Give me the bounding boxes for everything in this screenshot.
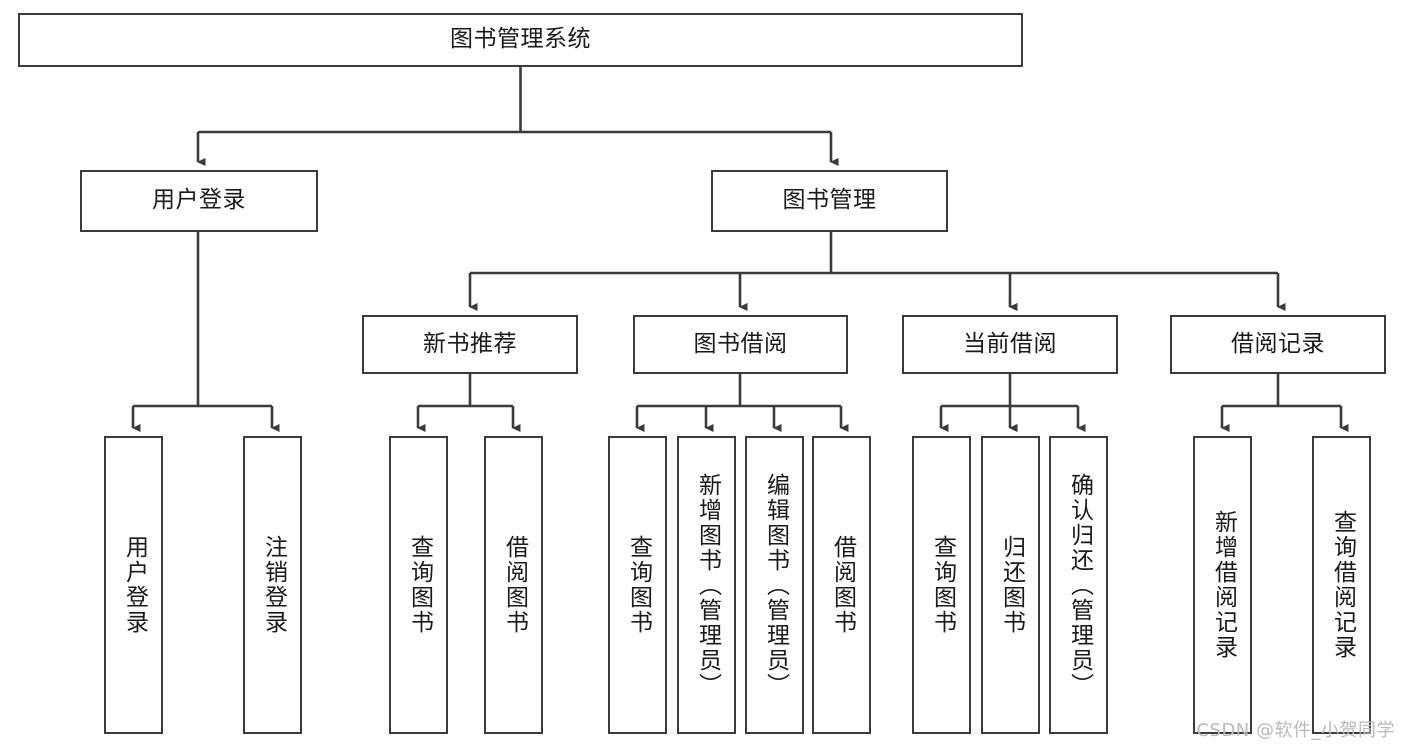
leaf-borrow-query-book-label: 查询图书 [625, 535, 652, 635]
leaf-recommend-query-book-label: 查询图书 [406, 535, 433, 635]
node-new-book-recommend[interactable]: 新书推荐 [362, 315, 578, 374]
leaf-borrow-add-book-label: 新增图书（管理员） [694, 472, 721, 698]
leaf-borrow-add-book[interactable]: 新增图书（管理员） [677, 436, 736, 734]
node-book-management[interactable]: 图书管理 [711, 170, 948, 232]
leaf-record-query-record-label: 查询借阅记录 [1329, 510, 1356, 660]
csdn-watermark: CSDN @软件_小贺同学 [1196, 720, 1395, 741]
leaf-user-login-signout[interactable]: 注销登录 [243, 436, 302, 734]
leaf-record-add-record[interactable]: 新增借阅记录 [1193, 436, 1252, 734]
leaf-current-query-book[interactable]: 查询图书 [912, 436, 971, 734]
leaf-borrow-borrow-book[interactable]: 借阅图书 [812, 436, 871, 734]
leaf-user-login-signin[interactable]: 用户登录 [104, 436, 163, 734]
node-user-login[interactable]: 用户登录 [80, 170, 318, 232]
node-new-book-recommend-label: 新书推荐 [423, 330, 517, 357]
node-borrow-record-label: 借阅记录 [1231, 330, 1325, 357]
leaf-borrow-borrow-book-label: 借阅图书 [829, 535, 856, 635]
leaf-current-confirm-return[interactable]: 确认归还（管理员） [1049, 436, 1108, 734]
node-current-borrow-label: 当前借阅 [963, 330, 1057, 357]
leaf-recommend-borrow-book-label: 借阅图书 [501, 535, 528, 635]
leaf-user-login-signout-label: 注销登录 [260, 535, 287, 635]
node-root-label: 图书管理系统 [450, 26, 591, 53]
leaf-current-return-book[interactable]: 归还图书 [981, 436, 1040, 734]
node-user-login-label: 用户登录 [152, 187, 246, 214]
node-root[interactable]: 图书管理系统 [18, 13, 1023, 67]
leaf-user-login-signin-label: 用户登录 [121, 535, 148, 635]
node-current-borrow[interactable]: 当前借阅 [902, 315, 1118, 374]
node-book-borrow-label: 图书借阅 [693, 330, 788, 357]
leaf-borrow-edit-book-label: 编辑图书（管理员） [762, 472, 789, 698]
leaf-current-return-book-label: 归还图书 [998, 535, 1025, 635]
node-book-management-label: 图书管理 [782, 187, 877, 214]
leaf-record-query-record[interactable]: 查询借阅记录 [1312, 436, 1371, 734]
node-book-borrow[interactable]: 图书借阅 [633, 315, 848, 374]
leaf-borrow-query-book[interactable]: 查询图书 [608, 436, 667, 734]
leaf-recommend-borrow-book[interactable]: 借阅图书 [484, 436, 543, 734]
leaf-current-confirm-return-label: 确认归还（管理员） [1066, 472, 1093, 698]
leaf-recommend-query-book[interactable]: 查询图书 [389, 436, 448, 734]
leaf-record-add-record-label: 新增借阅记录 [1210, 510, 1237, 660]
leaf-current-query-book-label: 查询图书 [929, 535, 956, 635]
node-borrow-record[interactable]: 借阅记录 [1170, 315, 1386, 374]
leaf-borrow-edit-book[interactable]: 编辑图书（管理员） [745, 436, 804, 734]
